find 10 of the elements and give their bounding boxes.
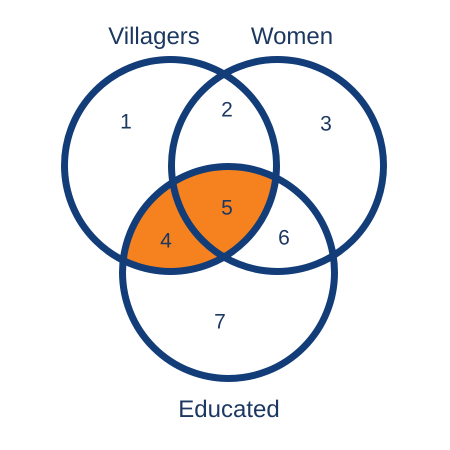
set-label: Women (250, 25, 334, 49)
region-number: 3 (320, 114, 332, 134)
region-number: 4 (160, 230, 172, 252)
region-number: 2 (221, 100, 233, 120)
region-number: 7 (214, 312, 226, 332)
set-label: Educated (178, 398, 280, 422)
region-number: 6 (278, 228, 290, 248)
region-number: 5 (221, 198, 233, 218)
set-label: Villagers (108, 25, 200, 49)
region-number: 1 (120, 112, 132, 132)
